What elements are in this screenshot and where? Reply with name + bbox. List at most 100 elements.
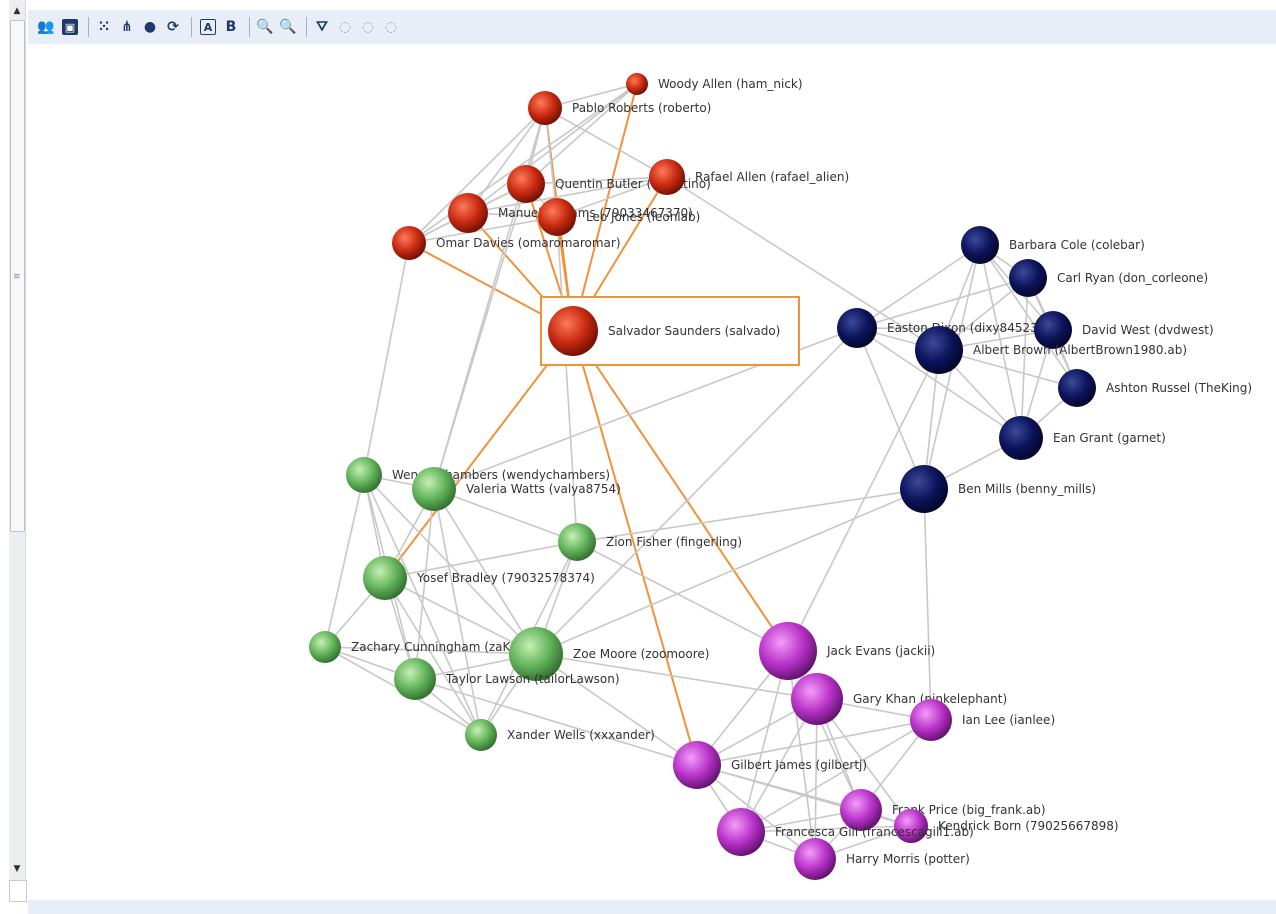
node-potter[interactable]: Harry Morris (potter) [794, 838, 970, 880]
node-circle[interactable] [837, 308, 877, 348]
node-circle[interactable] [509, 627, 563, 681]
node-label[interactable]: Ashton Russel (TheKing) [1106, 381, 1252, 395]
node-circle[interactable] [538, 198, 576, 236]
node-albert[interactable]: Albert Brown (AlbertBrown1980.ab) [915, 326, 1187, 374]
node-label[interactable]: Francesca Gill (francescagill1.ab) [775, 825, 974, 839]
node-ham-nick[interactable]: Woody Allen (ham_nick) [626, 73, 803, 95]
node-circle[interactable] [1058, 369, 1096, 407]
node-label[interactable]: Jack Evans (jackii) [826, 644, 935, 658]
node-label[interactable]: David West (dvdwest) [1082, 323, 1214, 337]
node-ianlee[interactable]: Ian Lee (ianlee) [910, 699, 1055, 741]
node-circle[interactable] [717, 808, 765, 856]
node-circle[interactable] [649, 159, 685, 195]
node-circle[interactable] [363, 556, 407, 600]
node-label[interactable]: Woody Allen (ham_nick) [658, 77, 803, 91]
node-label[interactable]: Taylor Lawson (tailorLawson) [445, 672, 620, 686]
node-circle[interactable] [309, 631, 341, 663]
node-label[interactable]: Zachary Cunningham (zaKary) [351, 640, 534, 654]
node-label[interactable]: Albert Brown (AlbertBrown1980.ab) [973, 343, 1187, 357]
hide-icon[interactable]: ◌ [384, 19, 398, 35]
node-label[interactable]: Quentin Butler (tarantino) [555, 177, 711, 191]
node-jackii[interactable]: Jack Evans (jackii) [759, 622, 935, 680]
node-valya[interactable]: Valeria Watts (valya8754) [412, 467, 621, 511]
node-label[interactable]: Ian Lee (ianlee) [962, 713, 1055, 727]
node-kendrick[interactable]: Kendrick Born (79025667898) [894, 809, 1119, 843]
node-circle[interactable] [999, 416, 1043, 460]
node-circle[interactable] [759, 622, 817, 680]
node-colebar[interactable]: Barbara Cole (colebar) [961, 226, 1145, 264]
node-circle[interactable] [1009, 259, 1047, 297]
node-tailor[interactable]: Taylor Lawson (tailorLawson) [394, 658, 620, 700]
node-gilbertj[interactable]: Gilbert James (gilbertj) [673, 741, 867, 789]
node-label[interactable]: Zoe Moore (zoomoore) [573, 647, 709, 661]
node-leonlab[interactable]: Leo Jones (leonlab) [538, 198, 700, 236]
node-label[interactable]: Ean Grant (garnet) [1053, 431, 1166, 445]
node-label[interactable]: Yosef Bradley (79032578374) [416, 571, 595, 585]
node-label[interactable]: Valeria Watts (valya8754) [466, 482, 621, 496]
node-zakary[interactable]: Zachary Cunningham (zaKary) [309, 631, 534, 663]
label-a-icon[interactable]: A [200, 19, 216, 35]
zoom-in-icon[interactable]: 🔍 [256, 19, 274, 35]
filter-icon[interactable]: ⛛ [316, 19, 328, 35]
node-circle[interactable] [673, 741, 721, 789]
node-dvdwest[interactable]: David West (dvdwest) [1034, 311, 1214, 349]
scroll-up-icon[interactable]: ▲ [13, 6, 21, 16]
bold-b-icon[interactable]: B [225, 19, 237, 35]
node-label[interactable]: Barbara Cole (colebar) [1009, 238, 1145, 252]
node-label[interactable]: Gilbert James (gilbertj) [731, 758, 867, 772]
node-circle[interactable] [346, 457, 382, 493]
node-label[interactable]: Ben Mills (benny_mills) [958, 482, 1096, 496]
node-roberto[interactable]: Pablo Roberts (roberto) [528, 91, 711, 125]
node-benny[interactable]: Ben Mills (benny_mills) [900, 465, 1096, 513]
node-salvado[interactable]: Salvador Saunders (salvado) [548, 306, 780, 356]
node-fingerling[interactable]: Zion Fisher (fingerling) [558, 523, 742, 561]
node-label[interactable]: Xander Wells (xxxander) [507, 728, 655, 742]
node-circle[interactable] [394, 658, 436, 700]
node-circle[interactable] [528, 91, 562, 125]
people-icon[interactable]: 👥 [37, 19, 55, 35]
show-icon[interactable]: ◌ [338, 19, 352, 35]
vertical-scrollbar[interactable]: ▲ ≡ ▼ [9, 0, 26, 880]
node-zoomoore[interactable]: Zoe Moore (zoomoore) [509, 627, 709, 681]
node-theking[interactable]: Ashton Russel (TheKing) [1058, 369, 1252, 407]
node-label[interactable]: Zion Fisher (fingerling) [606, 535, 742, 549]
node-circle[interactable] [507, 165, 545, 203]
refresh-icon[interactable]: ⟳ [167, 19, 179, 35]
node-label[interactable]: Gary Khan (pinkelephant) [853, 692, 1007, 706]
node-label[interactable]: Leo Jones (leonlab) [586, 210, 700, 224]
zoom-out-icon[interactable]: 🔍 [279, 19, 297, 35]
hub-icon[interactable]: ● [143, 19, 157, 35]
node-circle[interactable] [465, 719, 497, 751]
node-circle[interactable] [1034, 311, 1072, 349]
node-label[interactable]: Omar Davies (omaromaromar) [436, 236, 621, 250]
node-label[interactable]: Kendrick Born (79025667898) [938, 819, 1119, 833]
node-yosef[interactable]: Yosef Bradley (79032578374) [363, 556, 595, 600]
contact-card-icon[interactable]: ▣ [62, 19, 78, 35]
node-francesca[interactable]: Francesca Gill (francescagill1.ab) [717, 808, 974, 856]
scroll-down-icon[interactable]: ▼ [13, 864, 21, 874]
node-circle[interactable] [915, 326, 963, 374]
node-circle[interactable] [558, 523, 596, 561]
node-circle[interactable] [794, 838, 836, 880]
node-don-corleone[interactable]: Carl Ryan (don_corleone) [1009, 259, 1208, 297]
node-circle[interactable] [961, 226, 999, 264]
node-label[interactable]: Rafael Allen (rafael_alien) [695, 170, 849, 184]
node-big-frank[interactable]: Frank Price (big_frank.ab) [840, 789, 1046, 831]
node-circle[interactable] [548, 306, 598, 356]
node-label[interactable]: Salvador Saunders (salvado) [608, 324, 780, 338]
node-circle[interactable] [894, 809, 928, 843]
node-garnet[interactable]: Ean Grant (garnet) [999, 416, 1166, 460]
hierarchy-icon[interactable]: ⋔ [121, 19, 133, 35]
node-rafael-alien[interactable]: Rafael Allen (rafael_alien) [649, 159, 849, 195]
node-xxxander[interactable]: Xander Wells (xxxander) [465, 719, 655, 751]
node-circle[interactable] [412, 467, 456, 511]
node-circle[interactable] [448, 193, 488, 233]
node-circle[interactable] [626, 73, 648, 95]
node-circle[interactable] [900, 465, 948, 513]
scrollbar-thumb[interactable] [10, 20, 25, 532]
node-label[interactable]: Pablo Roberts (roberto) [572, 101, 711, 115]
node-circle[interactable] [840, 789, 882, 831]
node-circle[interactable] [392, 226, 426, 260]
node-pinkelephant[interactable]: Gary Khan (pinkelephant) [791, 673, 1007, 725]
